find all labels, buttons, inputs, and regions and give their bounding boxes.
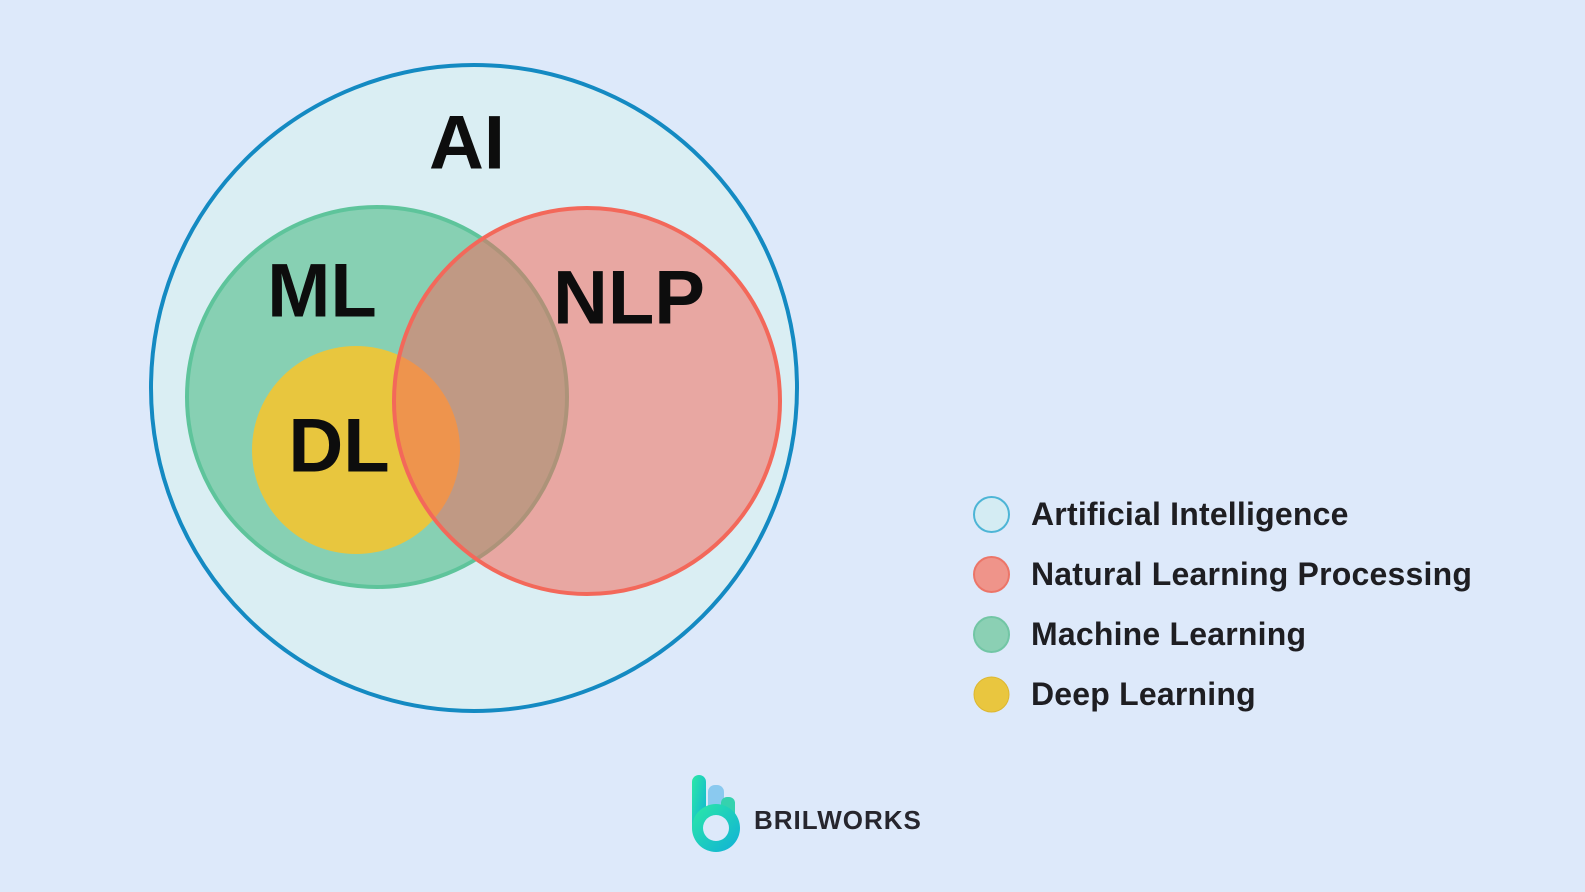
legend-label: Natural Learning Processing bbox=[1031, 556, 1473, 592]
machine-learning-swatch-icon bbox=[973, 616, 1010, 653]
brilworks-logo-text: BRILWORKS bbox=[754, 804, 922, 835]
swatch-circle bbox=[973, 676, 1010, 713]
ml-label: ML bbox=[267, 249, 377, 334]
nlp-circle bbox=[392, 206, 782, 596]
swatch-circle bbox=[973, 616, 1010, 653]
dl-label: DL bbox=[288, 404, 389, 489]
brilworks-logo-icon bbox=[692, 775, 740, 852]
legend: Artificial Intelligence Natural Learning… bbox=[972, 495, 1472, 714]
logo-ring-hole bbox=[703, 815, 729, 841]
natural-learning-processing-swatch-icon bbox=[973, 556, 1010, 593]
brilworks-logo: BRILWORKS bbox=[690, 770, 922, 854]
swatch-circle bbox=[973, 496, 1010, 533]
legend-item-machine-learning: Machine Learning bbox=[972, 615, 1472, 654]
legend-label: Deep Learning bbox=[1031, 676, 1256, 712]
legend-item-artificial-intelligence: Artificial Intelligence bbox=[972, 495, 1472, 534]
ai-label: AI bbox=[429, 101, 505, 186]
artificial-intelligence-swatch-icon bbox=[973, 496, 1010, 533]
legend-label: Artificial Intelligence bbox=[1031, 496, 1349, 532]
nlp-label: NLP bbox=[553, 256, 705, 341]
swatch-circle bbox=[973, 556, 1010, 593]
legend-label: Machine Learning bbox=[1031, 616, 1307, 652]
legend-item-deep-learning: Deep Learning bbox=[972, 675, 1472, 714]
deep-learning-swatch-icon bbox=[973, 676, 1010, 713]
legend-item-natural-learning-processing: Natural Learning Processing bbox=[972, 555, 1472, 594]
